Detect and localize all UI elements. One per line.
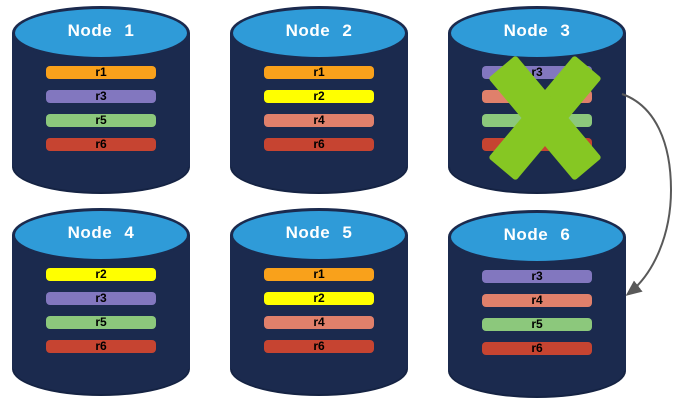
replica-bar: r4: [264, 114, 374, 127]
replica-bar: r1: [264, 66, 374, 79]
replica-bar: r3: [482, 270, 592, 283]
replica-bar: r4: [482, 294, 592, 307]
replica-bar: r3: [46, 90, 156, 103]
cylinder-top: [230, 6, 408, 60]
replica-bar: r6: [264, 138, 374, 151]
replica-list: r2 r3 r5 r6: [46, 268, 156, 364]
cylinder-top: [12, 6, 190, 60]
node-title: Node 5: [285, 223, 353, 242]
node-title: Node 1: [67, 21, 135, 40]
replica-bar: r2: [46, 268, 156, 281]
replica-bar: r3: [46, 292, 156, 305]
replica-bar: r4: [264, 316, 374, 329]
node-2: r1 r2 r4 r6 Node 2: [230, 6, 408, 196]
node-6: r3 r4 r5 r6 Node 6: [448, 210, 626, 400]
replica-list: r1 r3 r5 r6: [46, 66, 156, 162]
cylinder-top: [448, 6, 626, 60]
replica-list: r1 r2 r4 r6: [264, 66, 374, 162]
replica-bar: r1: [46, 66, 156, 79]
replica-list: r1 r2 r4 r6: [264, 268, 374, 364]
failover-arrow-icon: [621, 93, 673, 296]
node-1: r1 r3 r5 r6 Node 1: [12, 6, 190, 196]
node-4: r2 r3 r5 r6 Node 4: [12, 208, 190, 398]
cylinder-top: [12, 208, 190, 262]
node-title: Node 2: [285, 21, 353, 40]
replica-bar: r5: [482, 318, 592, 331]
replica-bar: r6: [46, 340, 156, 353]
replica-bar: r6: [264, 340, 374, 353]
replica-bar: r1: [264, 268, 374, 281]
replica-bar: r2: [264, 90, 374, 103]
replica-list: r3 r4 r5 r6: [482, 270, 592, 366]
replica-bar: r5: [46, 316, 156, 329]
replica-bar: r5: [46, 114, 156, 127]
node-title: Node 4: [67, 223, 135, 242]
node-title: Node 6: [503, 225, 571, 244]
cylinder-top: [230, 208, 408, 262]
cylinder-top: [448, 210, 626, 264]
node-5: r1 r2 r4 r6 Node 5: [230, 208, 408, 398]
node-3: r3 r4 r5 r6 Node 3: [448, 6, 626, 196]
node-title: Node 3: [503, 21, 571, 40]
replica-bar: r6: [46, 138, 156, 151]
replica-bar: r6: [482, 342, 592, 355]
replica-bar: r2: [264, 292, 374, 305]
